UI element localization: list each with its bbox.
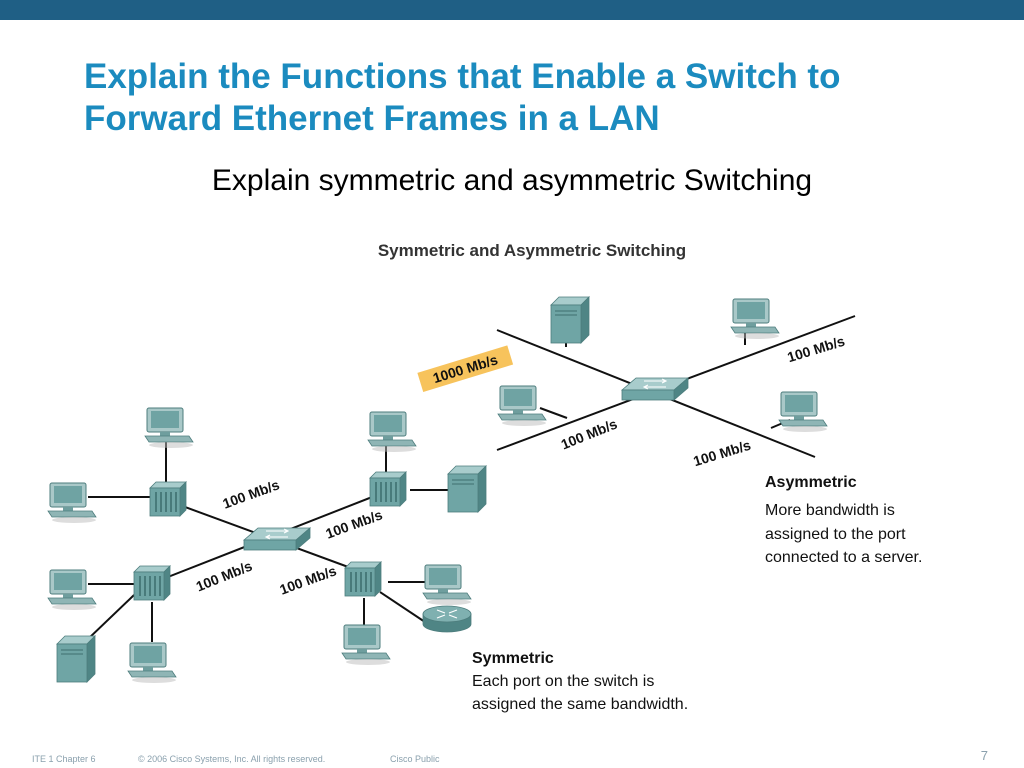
page-number: 7 (980, 748, 988, 763)
slide-subtitle: Explain symmetric and asymmetric Switchi… (211, 164, 813, 197)
asymmetric-caption-line-3: connected to a server. (765, 549, 922, 566)
sym-hub-lower-right (344, 561, 382, 597)
sym-router (422, 605, 472, 633)
asymmetric-caption-line-2: assigned to the port (765, 526, 906, 543)
sym-pc-lower-left (47, 569, 97, 611)
sym-label-lower-right: 100 Mb/s (277, 562, 338, 597)
server-link-badge: 1000 Mb/s (417, 345, 514, 392)
asym-pc-left (497, 385, 547, 427)
sym-pc-bottom (127, 642, 177, 684)
symmetric-caption-line-2: assigned the same bandwidth. (472, 696, 688, 713)
asym-pc-right (778, 391, 828, 433)
sym-label-upper-left: 100 Mb/s (220, 476, 281, 511)
slide-title: Explain the Functions that Enable a Swit… (84, 57, 841, 138)
server-link-label: 1000 Mb/s (431, 351, 500, 386)
sym-pc-bottom-right (341, 624, 391, 666)
asym-label-bottom-left: 100 Mb/s (559, 415, 620, 452)
symmetric-caption-line-1: Each port on the switch is (472, 673, 654, 690)
top-bar (0, 0, 1024, 20)
sym-pc-top-right (367, 411, 417, 453)
asymmetric-caption-line-1: More bandwidth is (765, 502, 895, 519)
sym-server (447, 465, 487, 513)
asym-label-bottom-right: 100 Mb/s (691, 437, 752, 470)
footer-course: ITE 1 Chapter 6 (32, 754, 96, 764)
sym-switch (243, 527, 311, 551)
sym-server-bottom (56, 635, 96, 683)
sym-hub-upper-left (149, 481, 187, 517)
asym-server (550, 296, 590, 344)
asym-pc-top-right (730, 298, 780, 340)
asymmetric-caption-title: Asymmetric (765, 474, 857, 491)
sym-hub-lower-left (133, 565, 171, 601)
sym-hub-upper-right (369, 471, 407, 507)
sym-pc-left (47, 482, 97, 524)
footer-classification: Cisco Public (390, 754, 440, 764)
sym-pc-top-left (144, 407, 194, 449)
footer-copyright: © 2006 Cisco Systems, Inc. All rights re… (138, 754, 326, 764)
asym-label-right: 100 Mb/s (785, 333, 846, 366)
symmetric-caption-title: Symmetric (472, 650, 554, 667)
figure-heading: Symmetric and Asymmetric Switching (378, 241, 686, 260)
asym-switch (621, 377, 689, 401)
switching-diagram: Symmetric and Asymmetric Switching 1000 … (47, 241, 922, 713)
sym-pc-lower-right (422, 564, 472, 606)
